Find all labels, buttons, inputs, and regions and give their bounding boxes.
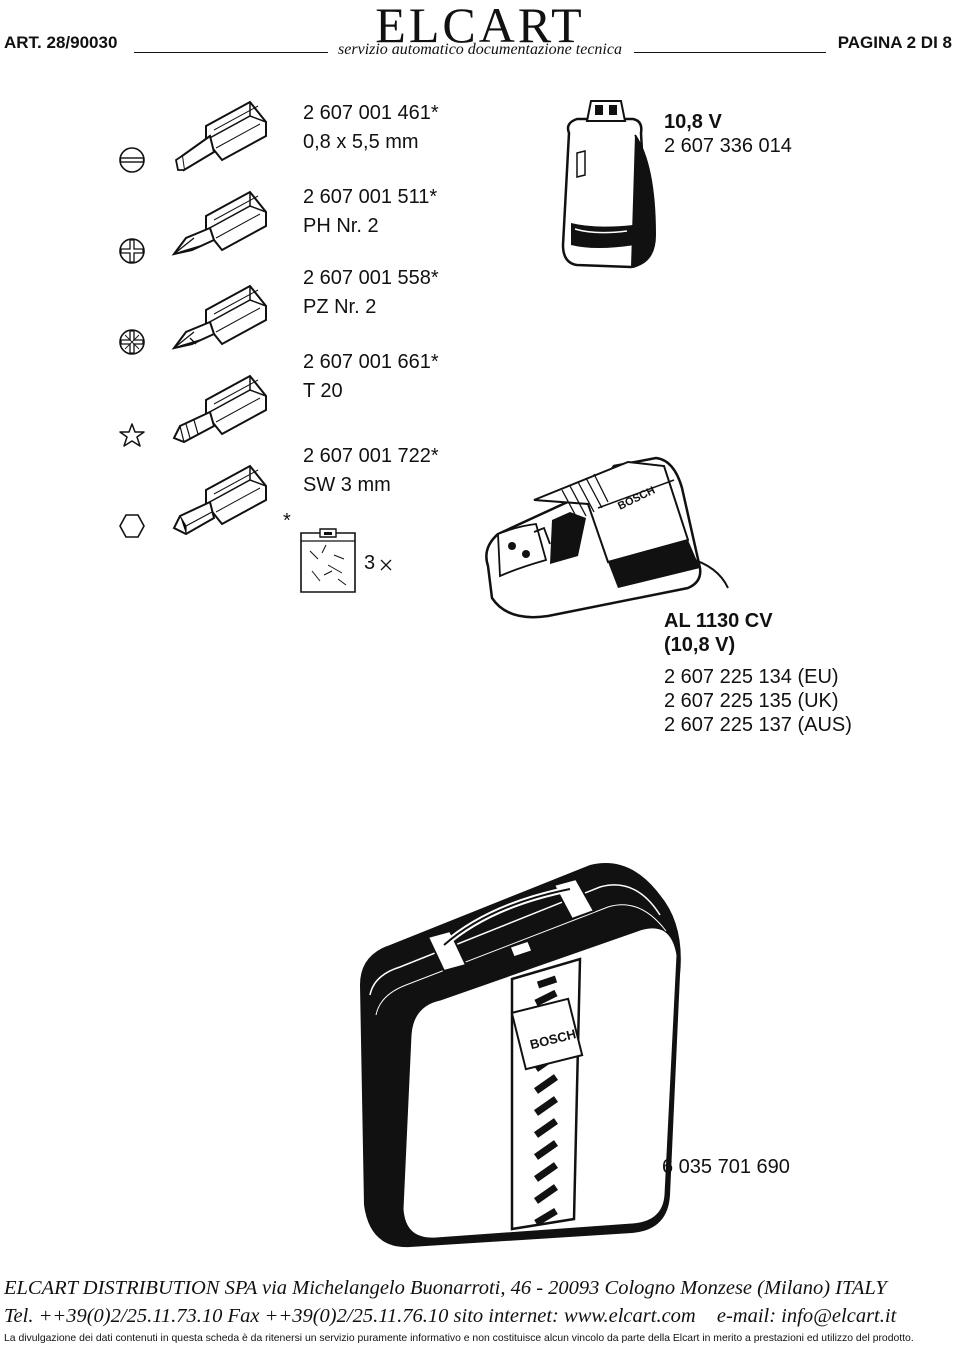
brand-logo: ELCART	[375, 0, 585, 53]
hex-screw-icon	[119, 514, 145, 538]
brand-subtitle: servizio automatico documentazione tecni…	[338, 41, 622, 58]
bit-description: PZ Nr. 2	[303, 296, 377, 318]
pack-asterisk: *	[283, 510, 291, 532]
blister-pack-icon	[300, 528, 356, 593]
battery-code: 2 607 336 014	[664, 135, 792, 157]
slotted-screw-icon	[119, 147, 145, 173]
bit-illustrations	[171, 101, 267, 536]
torx-screw-icon	[119, 423, 145, 447]
footer-address: ELCART DISTRIBUTION SPA via Michelangelo…	[4, 1277, 887, 1299]
case-code: 6 035 701 690	[662, 1156, 790, 1178]
pack-quantity: 3	[364, 552, 376, 574]
bit-code: 2 607 001 461*	[303, 102, 439, 124]
phillips-screw-icon	[119, 238, 145, 264]
multiply-icon	[380, 559, 392, 571]
footer-contacts: Tel. ++39(0)2/25.11.73.10 Fax ++39(0)2/2…	[4, 1305, 896, 1328]
charger-code: 2 607 225 134 (EU)	[664, 666, 839, 688]
article-number: ART. 28/90030	[4, 33, 118, 52]
pozidriv-screw-icon	[119, 329, 145, 355]
header-rule-left	[134, 52, 328, 53]
charger-voltage: (10,8 V)	[664, 634, 736, 656]
charger-code: 2 607 225 135 (UK)	[664, 690, 839, 712]
bit-code: 2 607 001 558*	[303, 267, 439, 289]
footer-disclaimer: La divulgazione dei dati contenuti in qu…	[4, 1333, 914, 1344]
carry-case-illustration: BOSCH	[360, 863, 681, 1248]
bit-description: T 20	[303, 380, 343, 402]
bit-description: 0,8 x 5,5 mm	[303, 131, 419, 153]
page-indicator: PAGINA 2 DI 8	[837, 33, 952, 52]
bit-code: 2 607 001 722*	[303, 445, 439, 467]
header-rule-right	[634, 52, 826, 53]
footer-website-link[interactable]: www.elcart.com	[564, 1305, 696, 1327]
charger-illustration: BOSCH	[485, 456, 729, 619]
charger-code: 2 607 225 137 (AUS)	[664, 714, 852, 736]
bit-code: 2 607 001 511*	[303, 186, 438, 208]
bit-description: SW 3 mm	[303, 474, 391, 496]
charger-name: AL 1130 CV	[664, 610, 773, 632]
bit-description: PH Nr. 2	[303, 215, 379, 237]
footer-email-link[interactable]: e-mail: info@elcart.it	[716, 1305, 897, 1327]
footer-phone: Tel. ++39(0)2/25.11.73.10 Fax ++39(0)2/2…	[4, 1305, 559, 1327]
battery-voltage: 10,8 V	[664, 111, 722, 133]
bit-code: 2 607 001 661*	[303, 351, 439, 373]
battery-illustration	[561, 100, 657, 269]
